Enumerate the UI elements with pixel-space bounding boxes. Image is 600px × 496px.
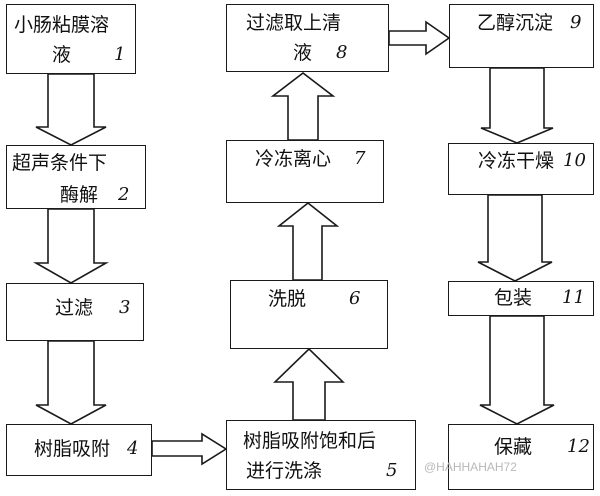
arrow-10-to-11 [477,194,553,282]
step-10-label: 冷冻干燥 [478,150,555,172]
arrow-4-to-5 [151,432,228,466]
step-11-number: 11 [562,287,585,308]
step-2-label-line2: 酶解 [60,184,99,206]
step-11-box [448,281,594,316]
step-6-label: 洗脱 [268,288,307,310]
step-6-box [230,280,388,349]
step-9-box [449,4,594,68]
arrow-7-to-8 [270,71,336,141]
step-2-box [6,145,146,209]
step-12-number: 12 [567,436,590,457]
step-4-label: 树脂吸附 [34,438,111,460]
step-10-number: 10 [563,150,586,171]
step-12-box [448,424,594,490]
arrow-8-to-9 [388,20,451,56]
arrow-2-to-3 [32,208,110,284]
arrow-11-to-12 [479,315,555,425]
step-7-box [226,140,384,203]
step-10-box [448,143,594,195]
step-2-label: 超声条件下 [12,152,108,174]
step-12-label: 保藏 [494,436,533,458]
step-6-number: 6 [349,288,361,309]
step-8-box [226,4,389,72]
step-4-number: 4 [127,438,139,459]
step-4-box [6,424,152,476]
step-8-label-line2: 液 [293,42,313,64]
step-2-number: 2 [118,184,130,205]
step-11-label: 包装 [494,287,533,309]
step-3-number: 3 [119,297,131,318]
step-3-label: 过滤 [55,297,94,319]
step-7-label: 冷冻离心 [255,148,332,170]
step-1-number: 1 [114,44,126,65]
arrow-6-to-7 [276,201,340,281]
step-9-label: 乙醇沉淀 [477,12,554,34]
step-1-label-line2: 液 [52,44,72,66]
step-8-number: 8 [336,42,348,63]
arrow-5-to-6 [273,347,345,421]
step-5-label: 树脂吸附饱和后 [243,430,377,452]
step-1-box [6,4,136,74]
step-9-number: 9 [570,12,582,33]
watermark: @HAHHAHAH72 [424,460,517,474]
step-5-box [226,420,416,490]
arrow-1-to-2 [35,73,107,146]
step-1-label: 小肠粘膜溶 [14,14,110,36]
step-5-label-line2: 进行洗涤 [246,460,323,482]
step-5-number: 5 [386,460,398,481]
arrow-9-to-10 [480,67,554,144]
step-8-label: 过滤取上清 [246,12,342,34]
step-7-number: 7 [354,148,366,169]
step-3-box [6,283,144,341]
arrow-3-to-4 [35,340,107,425]
